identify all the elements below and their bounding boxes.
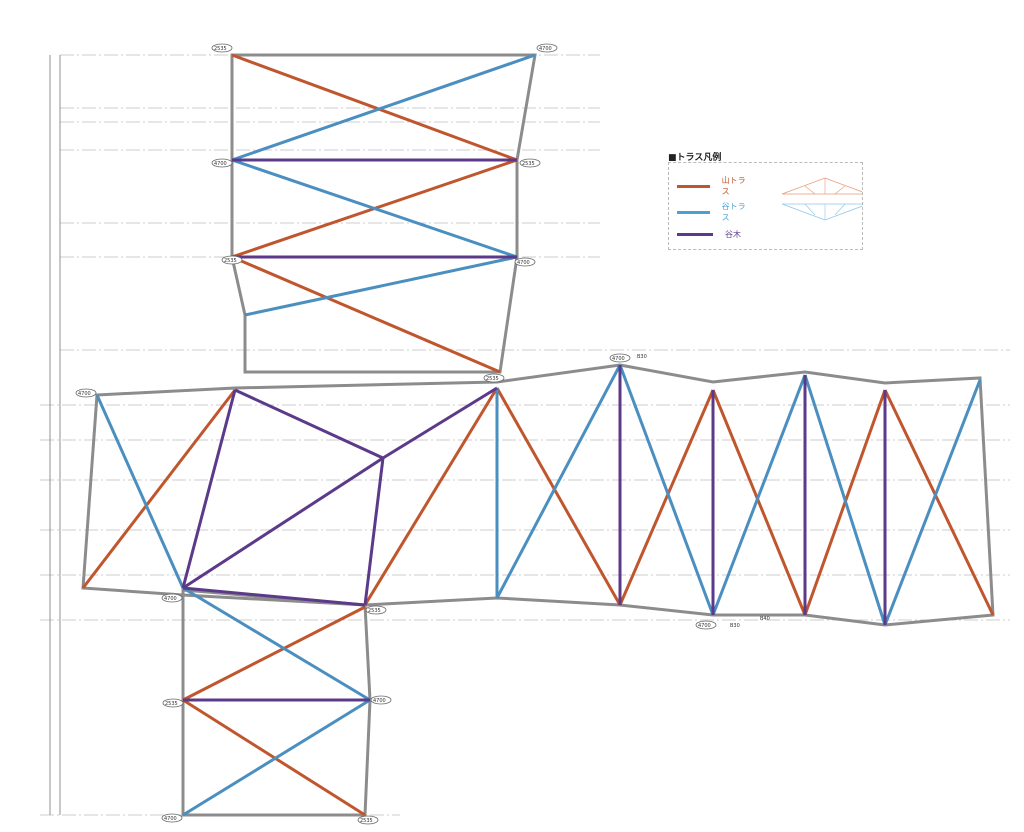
ridge-truss-icon: [782, 177, 862, 195]
legend-box: 山トラス 谷トラス 谷木: [668, 162, 863, 250]
legend-item-valley-rafter: 谷木: [677, 229, 741, 240]
legend-swatch: [677, 233, 713, 236]
node-tag: B40: [760, 616, 770, 622]
truss-legend: ■トラス凡例 山トラス 谷トラス 谷木: [668, 150, 863, 250]
node-tag: 2535: [165, 701, 178, 707]
node-tag: 4700: [612, 356, 625, 362]
legend-item-ridge-truss: 山トラス: [677, 175, 862, 197]
valley-truss-icon: [782, 203, 862, 221]
node-tag: 4700: [164, 816, 177, 822]
node-tag: 4700: [539, 46, 552, 52]
valley-rafters: [181, 158, 887, 702]
legend-swatch: [677, 210, 710, 214]
node-tag: 2535: [368, 608, 381, 614]
legend-item-valley-truss: 谷トラス: [677, 201, 862, 223]
node-tag: 4700: [373, 698, 386, 704]
legend-label: 谷木: [725, 230, 741, 239]
node-tag: B30: [730, 623, 740, 629]
node-tag: B30: [637, 354, 647, 360]
legend-label: 山トラス: [721, 176, 746, 196]
valley-trusses: [95, 53, 982, 817]
legend-swatch: [677, 184, 710, 188]
node-tag: 4700: [517, 260, 530, 266]
node-tag: 4700: [214, 161, 227, 167]
node-tag: 2535: [224, 258, 237, 264]
node-tag: 2535: [360, 818, 373, 824]
node-tag: 4700: [698, 623, 711, 629]
node-tag: 2535: [522, 161, 535, 167]
ridge-trusses: [81, 53, 995, 817]
node-tag: 2535: [214, 46, 227, 52]
node-tags: 2535 4700 4700 2535 2535 4700 2535 4700 …: [75, 43, 770, 825]
node-tag: 4700: [164, 596, 177, 602]
node-tag: 2535: [486, 376, 499, 382]
legend-label: 谷トラス: [721, 202, 746, 222]
node-tag: 4700: [78, 391, 91, 397]
legend-title: ■トラス凡例: [668, 153, 722, 163]
